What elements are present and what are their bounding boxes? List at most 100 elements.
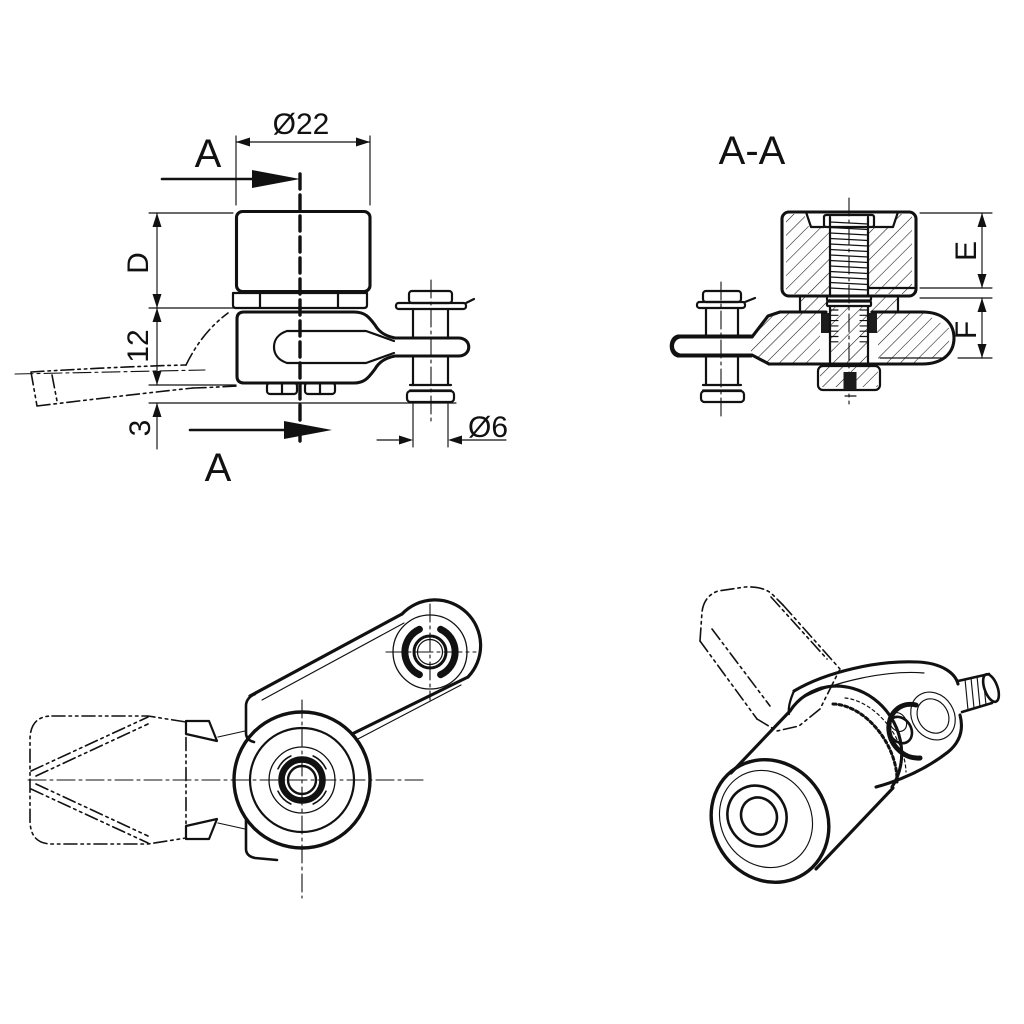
dimension-pin-diameter: Ø6 [376, 403, 508, 448]
dim-text-3: 3 [124, 420, 157, 437]
center-lines [27, 603, 477, 899]
pin-cap [701, 289, 743, 304]
hatch-region [751, 313, 820, 363]
section-letter-top: A [195, 132, 222, 176]
bracket-outline [792, 660, 964, 789]
cylinder-back-rim [788, 684, 904, 789]
phantom-lever-iso [699, 586, 841, 732]
screw-head-circle [412, 634, 448, 670]
extension-line [412, 403, 449, 448]
bore-ellipse [739, 796, 779, 836]
pin-body [411, 307, 450, 387]
dim-arrowhead [977, 298, 987, 312]
lever-cone-lines [30, 716, 149, 844]
dim-arrowhead [152, 294, 162, 308]
hub-ring [278, 756, 326, 804]
roller-step-circle [248, 726, 356, 834]
pin-end-cap [699, 389, 746, 404]
top-view [27, 598, 483, 899]
dim-text-pin-diameter: Ø6 [468, 411, 508, 444]
dim-text-12: 12 [122, 329, 155, 362]
dimension-knob-diameter: Ø22 [235, 108, 371, 206]
screw-inner-circle [416, 638, 444, 666]
washer-lip [464, 297, 476, 305]
isometric-view [699, 586, 1001, 884]
dim-arrowhead [152, 213, 162, 227]
cut-arrowhead-bottom [284, 421, 332, 439]
lever-end-cap [699, 586, 784, 642]
arm-outline [248, 598, 483, 736]
threaded-stud-iso [956, 672, 1001, 714]
hatch-region [800, 296, 830, 312]
dim-arrowhead [152, 371, 162, 385]
hatch-region [868, 214, 912, 294]
lever-outline [29, 715, 187, 845]
roller-iso [709, 684, 907, 884]
dim-arrowhead [977, 213, 987, 227]
hatch-region [786, 214, 830, 294]
roller-front-face [709, 758, 831, 884]
dim-text-e: E [950, 241, 983, 261]
roller-recess-circle [268, 746, 336, 814]
bore-circle [286, 764, 318, 796]
slotted-washer-arc [401, 625, 459, 679]
roller-top [232, 710, 372, 850]
phantom-lever [14, 312, 239, 407]
neck-section-lines [798, 294, 900, 314]
fork-feet [265, 381, 337, 396]
lever-silhouette [699, 596, 841, 720]
screwdriver-slot [843, 372, 857, 390]
eye-bolt-shaft [669, 334, 753, 358]
c-clip-arc [886, 701, 923, 761]
pin-groove [408, 383, 453, 392]
dim-arrowhead [977, 274, 987, 288]
spline-arcs [277, 755, 327, 805]
junction-tab [184, 719, 219, 743]
chamfer-circle [392, 614, 468, 690]
section-view: A-A [669, 129, 993, 421]
pin-end-cap [405, 389, 456, 404]
dim-text-f: F [950, 321, 983, 339]
side-view: A A Ø22 [14, 108, 508, 490]
fork-plate-edge [244, 692, 279, 862]
pin-groove [701, 383, 743, 392]
pin-washer [394, 301, 468, 311]
extension-line [235, 135, 371, 206]
lever-junction [184, 719, 246, 841]
extension-line [148, 212, 457, 404]
junction-line [217, 730, 246, 830]
extension-line [919, 212, 993, 359]
knob-collar [231, 291, 369, 310]
roller-outer-circle [232, 710, 372, 850]
pin-assembly [394, 279, 476, 422]
dim-arrowhead [152, 403, 162, 417]
dim-arrowhead [152, 308, 162, 322]
cut-arrowhead-top [252, 170, 300, 188]
lever-outline [30, 364, 194, 407]
pin-washer [695, 300, 747, 310]
face-recess-ring [726, 784, 788, 848]
knob-top-recess [804, 210, 900, 229]
dim-arrowhead [399, 435, 413, 445]
section-letter-bottom: A [205, 446, 232, 490]
stud-threads [964, 674, 987, 711]
section-view-title: A-A [719, 129, 786, 173]
junction-tab [184, 817, 219, 841]
phantom-lever-top [29, 715, 187, 845]
stud-head [822, 213, 876, 229]
cylinder-sides [729, 709, 895, 871]
dim-arrowhead [448, 435, 462, 445]
dim-arrowhead [356, 137, 370, 147]
boss-recess-ring [910, 691, 956, 741]
arm-inner-contour [261, 622, 462, 741]
clevis-slot [272, 329, 396, 365]
bracket-inner-line [798, 671, 925, 701]
pin-body [704, 306, 740, 387]
pin-assembly-section [669, 281, 757, 421]
dim-arrowhead [236, 137, 250, 147]
jam-ring [825, 300, 873, 308]
screw-end-top [392, 614, 468, 690]
body-outline [235, 310, 471, 385]
